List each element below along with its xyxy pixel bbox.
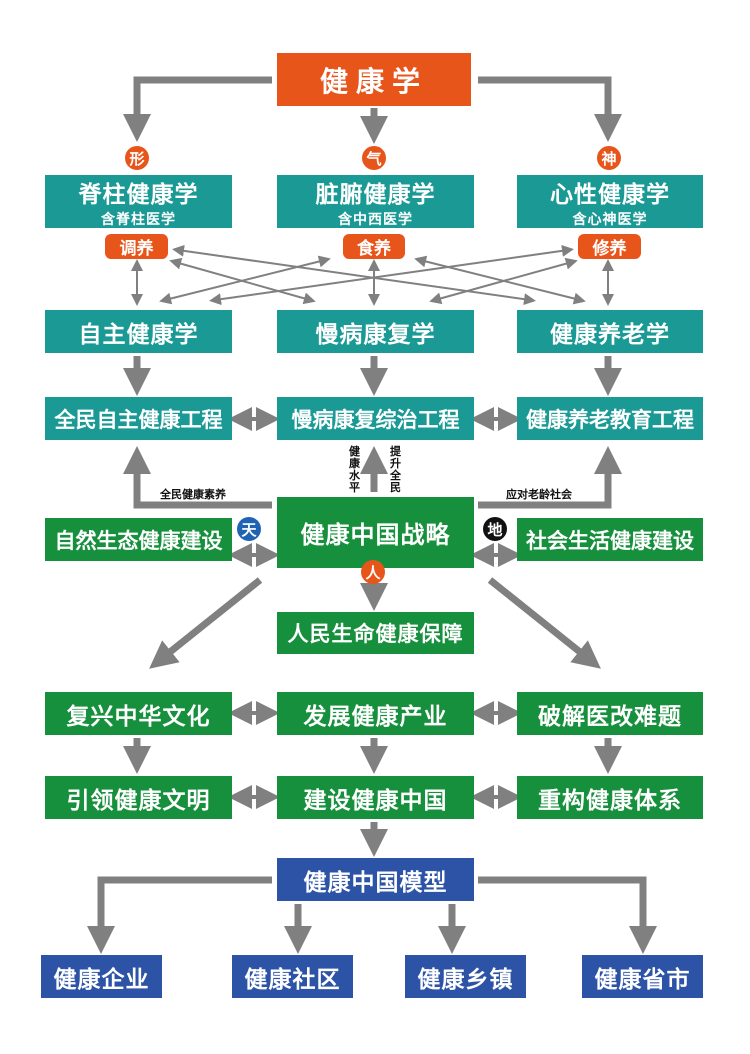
healthy-community: 健康社区 — [232, 955, 353, 998]
method-cultivate: 修养 — [578, 234, 641, 259]
label-aging: 应对老龄社会 — [506, 488, 572, 501]
method-diet: 食养 — [343, 234, 405, 259]
badge-qi: 气 — [362, 146, 386, 170]
badge-heaven: 天 — [237, 517, 261, 541]
aspect-sub: 含心神医学 — [572, 211, 648, 228]
aspect-sub: 含脊柱医学 — [101, 211, 176, 228]
root-health-science: 健康学 — [277, 53, 471, 106]
label-raise-all: 提升全民 — [390, 445, 401, 494]
aspect-organs: 脏腑健康学含中西医学 — [277, 175, 474, 228]
build-healthy-china: 建设健康中国 — [277, 776, 474, 819]
life-health-guarantee: 人民生命健康保障 — [277, 612, 474, 654]
label-literacy: 全民健康素养 — [160, 488, 226, 501]
aspect-title: 脊柱健康学 — [78, 181, 199, 208]
project-chronic-rehab: 慢病康复综治工程 — [277, 397, 474, 440]
discipline-elderly-care: 健康养老学 — [517, 310, 703, 353]
aspect-title: 心性健康学 — [550, 181, 670, 208]
social-life-health: 社会生活健康建设 — [517, 518, 703, 561]
lead-civilization: 引领健康文明 — [45, 776, 232, 819]
healthy-china-model: 健康中国模型 — [277, 858, 474, 901]
develop-industry: 发展健康产业 — [277, 692, 474, 735]
aspect-spine: 脊柱健康学含脊柱医学 — [45, 175, 232, 228]
badge-form: 形 — [125, 146, 149, 170]
solve-reform: 破解医改难题 — [517, 692, 703, 735]
aspect-title: 脏腑健康学 — [315, 181, 436, 208]
healthy-province-city: 健康省市 — [582, 955, 703, 998]
healthy-enterprise: 健康企业 — [41, 955, 162, 998]
rebuild-system: 重构健康体系 — [517, 776, 703, 819]
badge-spirit: 神 — [597, 146, 621, 170]
badge-human: 人 — [361, 560, 385, 584]
healthy-china-strategy: 健康中国战略 — [277, 497, 474, 568]
aspect-mind: 心性健康学含心神医学 — [517, 175, 703, 228]
label-health-level: 健康水平 — [349, 445, 360, 494]
revive-culture: 复兴中华文化 — [45, 692, 232, 735]
discipline-self-health: 自主健康学 — [45, 310, 232, 353]
aspect-sub: 含中西医学 — [338, 211, 413, 228]
method-regulate: 调养 — [105, 234, 168, 259]
natural-ecology-health: 自然生态健康建设 — [45, 518, 232, 561]
badge-earth: 地 — [483, 517, 507, 541]
project-elderly-education: 健康养老教育工程 — [517, 397, 703, 440]
healthy-township: 健康乡镇 — [405, 955, 526, 998]
discipline-chronic-rehab: 慢病康复学 — [277, 310, 474, 353]
project-self-health: 全民自主健康工程 — [45, 397, 232, 440]
